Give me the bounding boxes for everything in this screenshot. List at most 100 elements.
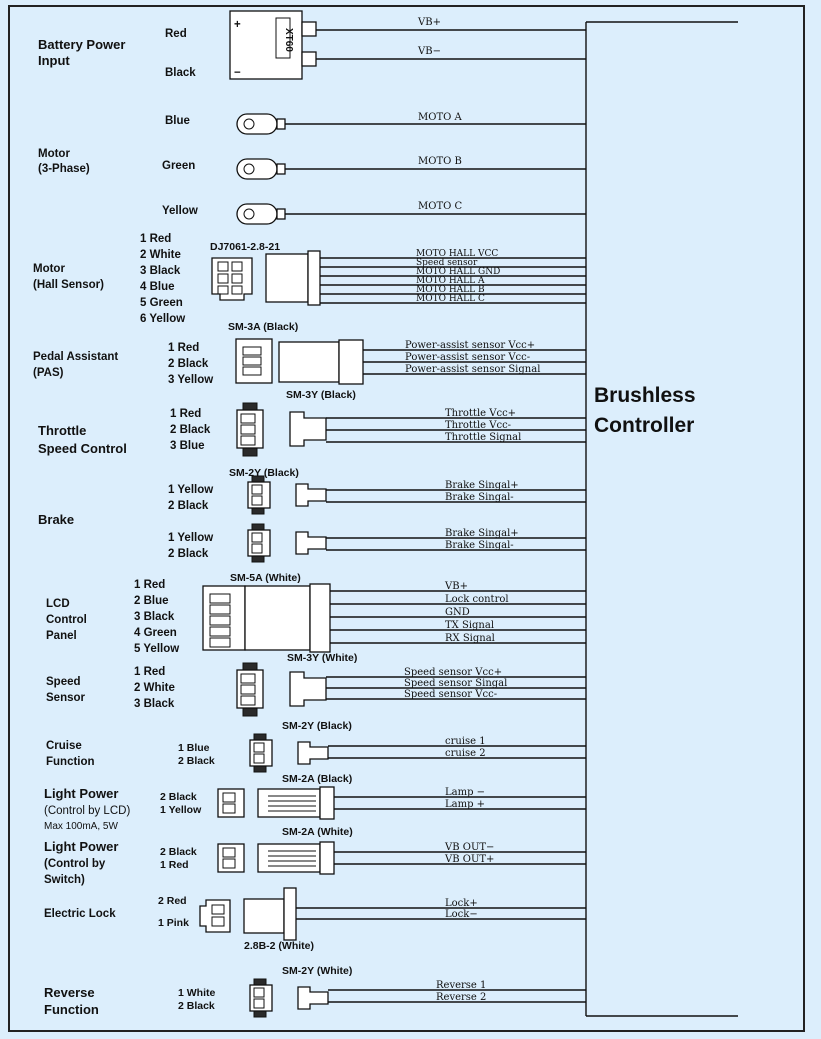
connector-latch — [253, 978, 267, 986]
connector-latch — [251, 475, 265, 483]
group-title: Reverse — [44, 985, 95, 1000]
mating-connector — [295, 531, 327, 555]
throttle-connector — [236, 402, 327, 457]
pin-label: 2 Black — [168, 358, 209, 370]
connector-name: SM-2Y (White) — [282, 965, 352, 977]
connector-housing — [217, 788, 245, 818]
connector-latch — [251, 555, 265, 563]
signal-label: VB OUT+ — [444, 854, 494, 865]
group-title: Function — [46, 756, 95, 768]
connector-latch — [253, 733, 267, 741]
connector-name: DJ7061-2.8-21 — [210, 241, 280, 253]
pin-label: 1 Yellow — [160, 804, 202, 816]
connector-pin — [251, 532, 263, 543]
signal-label: cruise 1 — [445, 736, 486, 747]
signal-label: VB+ — [417, 17, 441, 28]
connector-pin — [222, 847, 236, 858]
signal-label: RX Signal — [445, 633, 495, 644]
group-title: Light Power — [44, 839, 118, 854]
mating-connector-end — [283, 887, 297, 941]
mating-connector — [295, 483, 327, 507]
pin-label: 6 Yellow — [140, 313, 185, 325]
pin-label: 1 Red — [168, 342, 199, 354]
pin-label: 2 White — [134, 682, 175, 694]
connector-name: SM-5A (White) — [230, 572, 301, 584]
pas-group: Pedal Assistant (PAS) SM-3A (Black) SM-3… — [33, 321, 586, 401]
pin-label: 1 Red — [170, 408, 201, 420]
connector-housing — [217, 843, 245, 873]
connector-pin — [211, 916, 225, 927]
wire-color-label: Green — [162, 160, 195, 172]
connector-name: 2.8B-2 (White) — [244, 940, 314, 952]
motor-phase-group: Motor (3-Phase) Blue Green Yellow MOTO A… — [38, 112, 586, 225]
signal-label: Speed sensor — [416, 258, 478, 268]
group-title: Panel — [46, 630, 77, 642]
wire-color-label: Red — [165, 28, 187, 40]
signal-label: MOTO A — [418, 112, 462, 123]
pin-label: 1 Blue — [178, 742, 210, 754]
connector-pin — [253, 987, 265, 998]
group-title: Speed — [46, 676, 81, 688]
reverse-group: Reverse Function SM-2Y (White) 1 White2 … — [44, 965, 586, 1018]
connector-pin — [222, 803, 236, 814]
pin-label: 2 White — [140, 249, 181, 261]
connector-pin — [253, 742, 265, 753]
signal-label: Throttle Vcc+ — [445, 408, 516, 419]
pin-label: 3 Black — [134, 611, 175, 623]
pin-label: 2 Blue — [134, 595, 169, 607]
signal-label: Speed sensor Vcc+ — [404, 667, 502, 678]
pin-label: 1 Yellow — [168, 532, 213, 544]
signal-label: MOTO C — [418, 201, 462, 212]
group-title: Control — [46, 614, 87, 626]
connector-name: SM-3Y (White) — [287, 652, 357, 664]
connector-housing — [199, 899, 231, 933]
pin-label: 4 Green — [134, 627, 177, 639]
signal-label: MOTO HALL B — [416, 285, 485, 295]
signal-label: Power-assist sensor Vcc- — [405, 352, 530, 363]
signal-label: Lock+ — [445, 898, 478, 909]
group-title: (PAS) — [33, 367, 64, 379]
light-lcd-group: Light Power (Control by LCD) Max 100mA, … — [44, 773, 586, 832]
controller-label-line2: Controller — [594, 414, 694, 437]
group-title: Function — [44, 1002, 99, 1017]
group-title: Battery Power — [38, 37, 125, 52]
signal-label: GND — [445, 607, 470, 618]
lcd-connector — [202, 583, 331, 653]
group-title: Switch) — [44, 874, 85, 886]
controller-label-line1: Brushless — [594, 384, 696, 407]
xt60-connector: XT60 + − — [229, 10, 317, 80]
signal-label: VB− — [417, 46, 441, 57]
connector-housing — [247, 529, 271, 557]
group-title: Light Power — [44, 786, 118, 801]
group-title: Speed Control — [38, 441, 127, 456]
group-title: Electric Lock — [44, 908, 116, 920]
connector-name: XT60 — [283, 28, 294, 52]
signal-label: Lamp − — [445, 787, 485, 798]
pin-label: 2 Black — [160, 846, 197, 858]
connector-latch — [251, 523, 265, 531]
pin-label: 4 Blue — [140, 281, 175, 293]
signal-label: MOTO B — [418, 156, 462, 167]
signal-label: Power-assist sensor Vcc+ — [405, 340, 535, 351]
wire-color-label: Yellow — [162, 205, 198, 217]
pin-label: 3 Black — [140, 265, 181, 277]
signal-label: Throttle Signal — [445, 432, 521, 443]
connector-latch — [253, 765, 267, 773]
pin-label: 5 Green — [140, 297, 183, 309]
connector-name: SM-3A (Black) — [228, 321, 298, 333]
connector-pin — [253, 753, 265, 764]
signal-label: MOTO HALL A — [416, 276, 485, 286]
signal-label: Reverse 2 — [436, 992, 486, 1003]
throttle-group: Throttle Speed Control SM-2Y (Black) 1 R… — [38, 402, 586, 479]
pin-label: 1 Red — [160, 859, 189, 871]
wire-color-label: Black — [165, 67, 196, 79]
ring-terminal — [236, 113, 286, 135]
pin-label: 2 Black — [168, 500, 209, 512]
signal-label: VB OUT− — [444, 842, 494, 853]
